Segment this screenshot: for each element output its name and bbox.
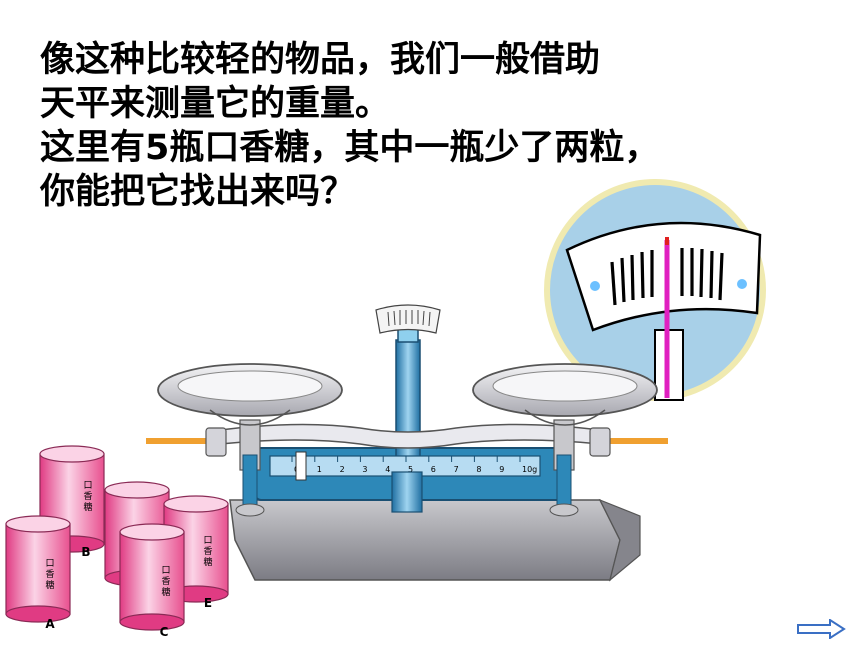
prompt-line-3-end: 瓶口香糖，其中一瓶少了两粒，: [169, 128, 660, 168]
balance-small-dial: [375, 304, 441, 334]
bottle-c-id: C: [160, 625, 169, 639]
balance-pan-right-inner: [492, 370, 638, 402]
prompt-line-1: 像这种比较轻的物品，我们一般借助: [40, 40, 601, 80]
balance-pan-left-inner: [177, 370, 323, 402]
bottle-b-id: B: [81, 545, 90, 559]
zoom-pointer-tip: [665, 237, 669, 245]
balance-knob-left: [205, 427, 227, 457]
ruler-tick-label: 9: [499, 465, 504, 474]
bottle-a-id: A: [45, 617, 55, 631]
zoom-circle: [544, 179, 766, 401]
balance-rod-right: [598, 438, 668, 444]
ruler-tick-label: 4: [385, 465, 390, 474]
prompt-text: 像这种比较轻的物品，我们一般借助 天平来测量它的重量。 这里有5瓶口香糖，其中一…: [40, 38, 659, 214]
zoom-dial-ticks: [610, 248, 724, 306]
ruler-tick-label: 8: [476, 465, 481, 474]
balance-leg-left: [242, 454, 258, 511]
balance-leg-right: [556, 454, 572, 511]
balance-knob-right: [589, 427, 611, 457]
bottle-c-label: 口香糖: [161, 566, 170, 598]
right-arrow-icon[interactable]: [796, 619, 846, 639]
balance-center-block: [391, 471, 423, 513]
ruler-tick-label: 1: [317, 465, 322, 474]
ruler-tick-label: 5: [408, 465, 413, 474]
prompt-line-4: 你能把它找出来吗？: [40, 172, 356, 212]
balance-small-dial-ticks: [387, 310, 431, 327]
balance-rider: [295, 451, 307, 481]
balance-base-side: [598, 498, 641, 582]
balance-rod-left: [146, 438, 216, 444]
zoom-dot-left: [590, 281, 600, 291]
ruler-tick-label: 6: [431, 465, 436, 474]
prompt-line-3-number: 5: [145, 128, 170, 168]
bottle-b-label: 口香糖: [83, 481, 92, 513]
prompt-line-3: 这里有5瓶口香糖，其中一瓶少了两粒，: [40, 126, 659, 170]
gum-bottles: 口香糖 B 口香糖 E 口香糖 A 口香糖 C: [5, 445, 229, 639]
bottle-a: 口香糖 A: [5, 515, 71, 631]
ruler-tick-label: 10g: [522, 465, 537, 474]
ruler-tick-label: 3: [362, 465, 367, 474]
balance-scale: 012345678910g: [146, 304, 668, 582]
zoom-dot-right: [737, 279, 747, 289]
ruler-tick-label: 2: [340, 465, 345, 474]
bottle-e-label: 口香糖: [203, 536, 212, 568]
ruler-tick-label: 7: [454, 465, 459, 474]
balance-foot-left: [235, 503, 265, 517]
balance-foot-right: [549, 503, 579, 517]
bottle-e-id: E: [204, 596, 212, 610]
bottle-a-label: 口香糖: [45, 559, 54, 591]
bottle-c: 口香糖 C: [119, 523, 185, 639]
prompt-line-2: 天平来测量它的重量。: [40, 84, 391, 124]
prompt-line-3-start: 这里有: [40, 128, 146, 168]
